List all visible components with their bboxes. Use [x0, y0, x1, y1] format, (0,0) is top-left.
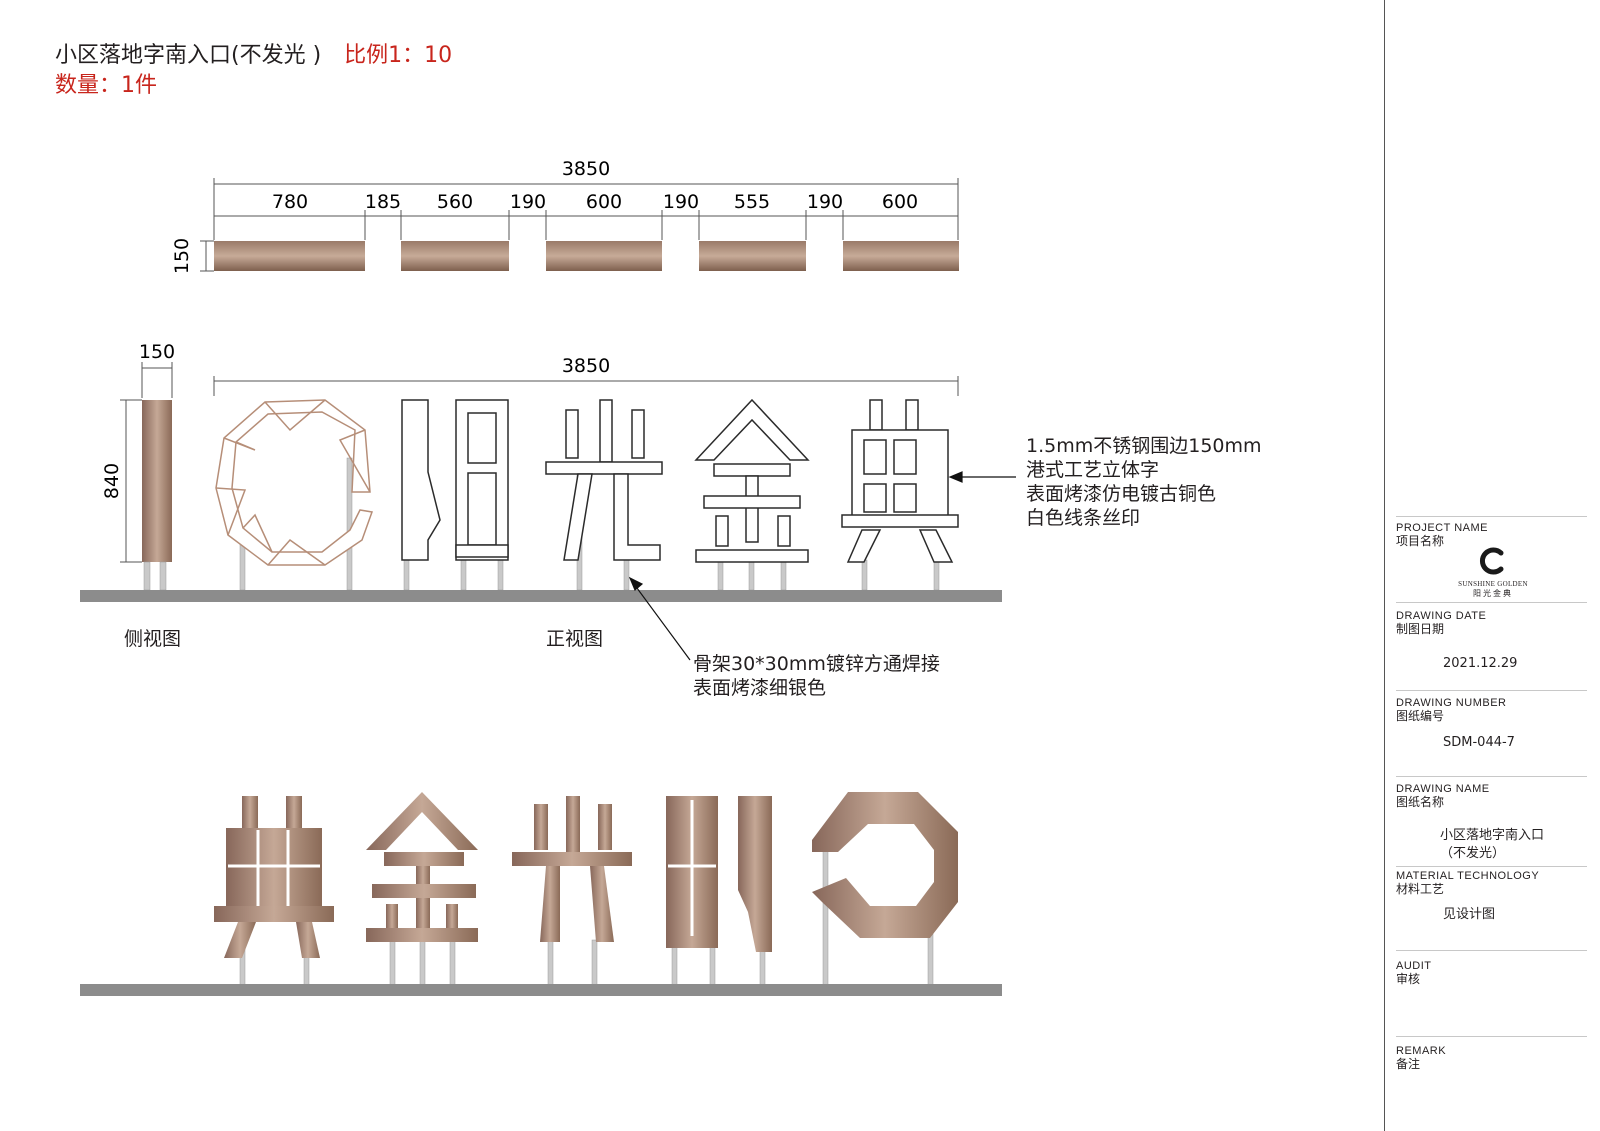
drawing-number-en: DRAWING NUMBER: [1396, 697, 1507, 709]
title-block: PROJECT NAME 项目名称 SUNSHINE GOLDEN 阳光金典 D…: [1384, 0, 1600, 1131]
front-letter-o-ring: [215, 399, 374, 566]
rear-letter-o-ring: [812, 792, 958, 938]
material-section: MATERIAL TECHNOLOGY 材料工艺: [1396, 870, 1587, 896]
drawing-canvas: 3850 780 185 560 190 600 190 555 190 600…: [80, 158, 1016, 996]
drawing-date-value: 2021.12.29: [1443, 656, 1518, 671]
top-segment-4: 555: [734, 191, 770, 213]
top-dimension-lines: [200, 178, 959, 272]
project-name-section: PROJECT NAME 项目名称: [1396, 522, 1587, 548]
top-block-3: [546, 241, 662, 271]
drawing-date-section: DRAWING DATE 制图日期: [1396, 610, 1587, 636]
drawing-name-section: DRAWING NAME 图纸名称: [1396, 783, 1587, 809]
front-letter-jin: [694, 398, 810, 563]
front-dimension-lines: [213, 376, 959, 396]
drawing-quantity: 数量：1件: [55, 73, 157, 98]
frame-note-leader: [628, 576, 691, 661]
top-view-blocks: [214, 241, 959, 271]
rear-ground-line: [80, 984, 1002, 996]
front-ground-line: [80, 590, 1002, 602]
project-name-zh: 项目名称: [1396, 534, 1445, 548]
title-block-divider: [1396, 776, 1587, 777]
drawing-date-en: DRAWING DATE: [1396, 610, 1487, 622]
letter-note-line-2: 港式工艺立体字: [1026, 459, 1160, 481]
top-block-4: [699, 241, 806, 271]
drawing-scale: 比例1：10: [344, 43, 453, 68]
rear-letter-jin: [366, 792, 478, 942]
letter-note-line-3: 表面烤漆仿电镀古铜色: [1026, 483, 1217, 505]
top-gap-1: 185: [365, 191, 401, 213]
title-block-divider: [1396, 950, 1587, 951]
title-block-divider: [1396, 1036, 1587, 1037]
side-view-label: 侧视图: [124, 628, 182, 650]
top-segment-5: 600: [882, 191, 918, 213]
top-segment-labels: 780 185 560 190 600 190 555 190 600: [272, 191, 918, 213]
front-view-label: 正视图: [546, 628, 604, 650]
audit-zh: 审核: [1396, 972, 1421, 986]
title-block-divider: [1396, 516, 1587, 517]
drawing-title: 小区落地字南入口(不发光 ): [55, 43, 322, 68]
top-height-dimension: 150: [171, 238, 193, 274]
material-value: 见设计图: [1443, 907, 1496, 922]
side-height-dimension: 840: [101, 463, 123, 499]
drawing-number-section: DRAWING NUMBER 图纸编号: [1396, 697, 1587, 723]
title-block-divider: [1396, 866, 1587, 867]
audit-en: AUDIT: [1396, 960, 1432, 972]
front-letter-dian: [841, 399, 959, 563]
material-zh: 材料工艺: [1396, 882, 1445, 896]
drawing-number-value: SDM-044-7: [1443, 735, 1515, 750]
logo-text-zh: 阳光金典: [1473, 589, 1513, 598]
remark-zh: 备注: [1396, 1057, 1421, 1071]
top-block-5: [843, 241, 959, 271]
side-dimension-lines: [120, 362, 173, 563]
rear-letter-dian: [214, 796, 334, 958]
project-name-en: PROJECT NAME: [1396, 522, 1488, 534]
top-segment-2: 560: [437, 191, 473, 213]
letter-note-line-1: 1.5mm不锈钢围边150mm: [1026, 435, 1262, 457]
logo-text-en: SUNSHINE GOLDEN: [1458, 580, 1528, 588]
logo-c-icon: [1480, 547, 1504, 575]
rear-letter-yang-lines: [668, 800, 716, 936]
drawing-number-zh: 图纸编号: [1396, 709, 1445, 723]
letter-note-line-4: 白色线条丝印: [1026, 507, 1141, 529]
top-gap-4: 190: [807, 191, 843, 213]
rear-letter-guang: [512, 796, 632, 942]
side-view-posts: [143, 561, 167, 591]
rear-letter-dian-lines: [228, 830, 320, 906]
top-total-dimension: 3850: [562, 158, 610, 180]
frame-note-line-1: 骨架30*30mm镀锌方通焊接: [693, 653, 940, 675]
letter-note-leader: [948, 471, 1016, 483]
remark-section: REMARK 备注: [1396, 1045, 1587, 1071]
drawing-title-line: 小区落地字南入口(不发光 ) 比例1：10: [55, 43, 452, 69]
rear-view-posts: [239, 849, 934, 986]
frame-note-line-2: 表面烤漆细银色: [693, 677, 827, 699]
remark-en: REMARK: [1396, 1045, 1447, 1057]
front-total-dimension: 3850: [562, 355, 610, 377]
side-view-letter: [142, 400, 172, 562]
top-gap-2: 190: [510, 191, 546, 213]
drawing-name-value-2: （不发光）: [1440, 846, 1506, 861]
front-letter-guang: [545, 399, 663, 561]
drawing-name-en: DRAWING NAME: [1396, 783, 1490, 795]
title-block-divider: [1396, 602, 1587, 603]
top-block-1: [214, 241, 365, 271]
side-width-dimension: 150: [139, 341, 175, 363]
front-letter-yang: [401, 399, 509, 561]
title-block-divider: [1396, 690, 1587, 691]
material-en: MATERIAL TECHNOLOGY: [1396, 870, 1540, 882]
project-logo: SUNSHINE GOLDEN 阳光金典: [1385, 546, 1600, 599]
letter-material-note: 1.5mm不锈钢围边150mm 港式工艺立体字 表面烤漆仿电镀古铜色 白色线条丝…: [1026, 434, 1262, 530]
drawing-name-zh: 图纸名称: [1396, 795, 1445, 809]
drawing-name-value-1: 小区落地字南入口: [1440, 828, 1545, 843]
top-gap-3: 190: [663, 191, 699, 213]
top-segment-3: 600: [586, 191, 622, 213]
top-segment-1: 780: [272, 191, 308, 213]
top-block-2: [401, 241, 509, 271]
audit-section: AUDIT 审核: [1396, 960, 1587, 986]
drawing-date-zh: 制图日期: [1396, 622, 1445, 636]
rear-letter-yang: [666, 796, 772, 952]
frame-material-note: 骨架30*30mm镀锌方通焊接 表面烤漆细银色: [693, 652, 940, 700]
